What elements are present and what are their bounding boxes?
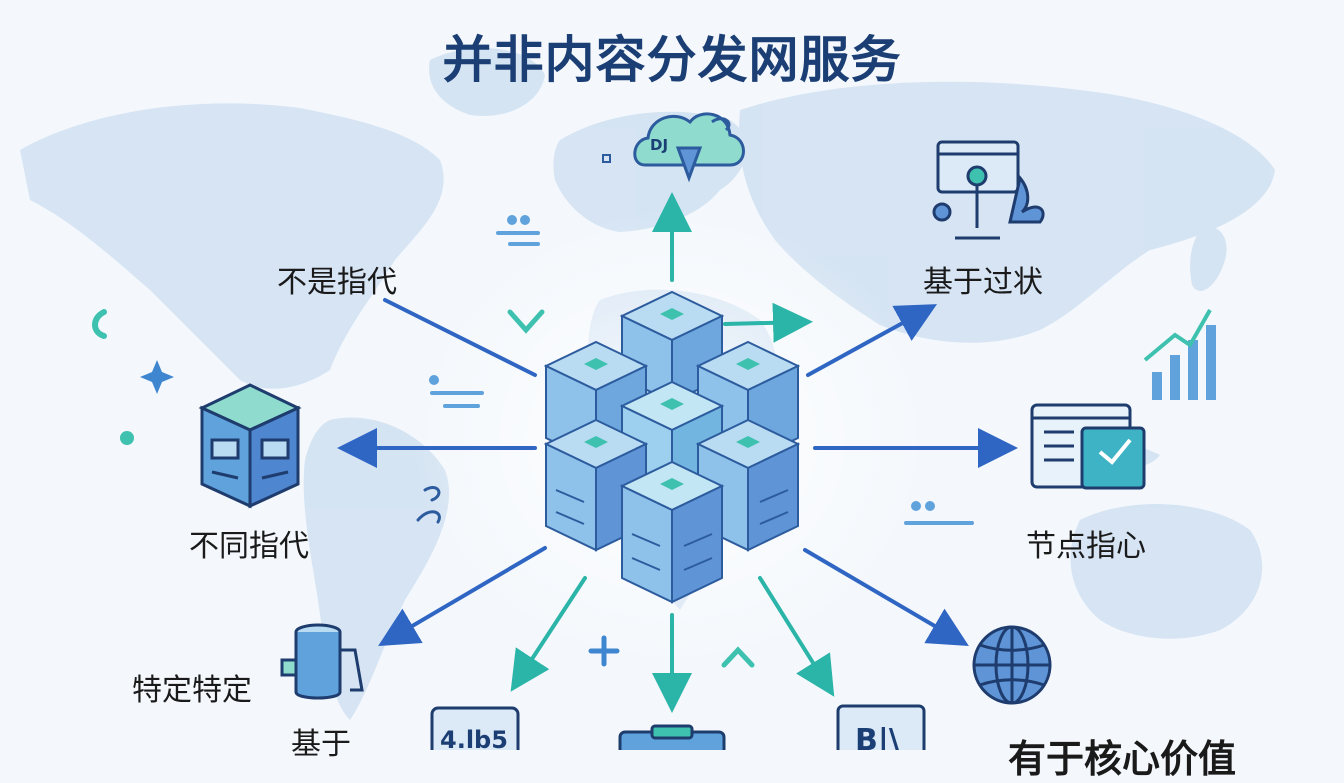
arrow-top-left — [383, 298, 537, 377]
cloud-icon — [633, 112, 745, 183]
cube-front — [619, 460, 725, 604]
swirl-icon — [416, 485, 441, 524]
arrow-top-right — [806, 304, 938, 377]
cylinder-pipe-icon — [280, 623, 364, 700]
north-america-shape — [20, 103, 444, 389]
sparkle-icon — [140, 360, 174, 394]
card-icon-text: B|\ — [855, 723, 900, 750]
badge-icon-text: 4.lb5 — [440, 726, 508, 750]
arrow-top-right-short — [723, 302, 813, 343]
card-icon — [836, 704, 926, 750]
bar-chart-icon — [1143, 309, 1216, 400]
badge-icon — [430, 706, 520, 750]
diagram-title: 并非内容分发网服务 — [442, 31, 902, 89]
label-mid-right: 节点指心 — [1026, 529, 1146, 564]
label-top-left: 不是指代 — [277, 265, 397, 300]
dot-icon — [120, 431, 134, 445]
arrow-bottom-left-inner — [510, 576, 587, 692]
label-bottom-left-2: 基于 — [291, 727, 351, 762]
chevron-up-icon — [721, 646, 755, 668]
plus-icon — [588, 635, 620, 667]
server-cube-cluster — [543, 290, 801, 604]
label-bottom-left-1: 特定特定 — [132, 673, 252, 708]
chevron-down-icon — [507, 309, 545, 334]
square-dot-icon — [602, 154, 611, 163]
decorative-marks — [92, 154, 974, 668]
arrow-bottom-right-inner — [758, 576, 835, 697]
label-mid-left: 不同指代 — [189, 529, 309, 564]
greenland-shape — [429, 48, 545, 116]
dash-lines-icon-3 — [904, 501, 974, 525]
globe-icon — [972, 625, 1052, 705]
clipboard-icon — [618, 724, 726, 750]
dash-lines-icon-1 — [496, 215, 540, 246]
world-map-background: DJ — [20, 48, 1275, 750]
label-bottom-right: 有于核心价值 — [1008, 737, 1237, 781]
server-box-icon — [198, 383, 302, 509]
asia-shape — [739, 81, 1275, 343]
arrow-bottom-left — [378, 546, 547, 647]
japan-shape — [1190, 226, 1227, 291]
australia-shape — [1070, 503, 1263, 639]
dash-lines-icon-2 — [429, 375, 484, 408]
dashboard-icon — [1030, 403, 1146, 490]
cloud-icon-text: DJ — [650, 136, 668, 154]
label-top-right: 基于过状 — [923, 265, 1043, 300]
arrow-bottom-right — [803, 548, 969, 647]
monitor-network-icon — [932, 140, 1045, 240]
crescent-icon — [92, 309, 107, 339]
